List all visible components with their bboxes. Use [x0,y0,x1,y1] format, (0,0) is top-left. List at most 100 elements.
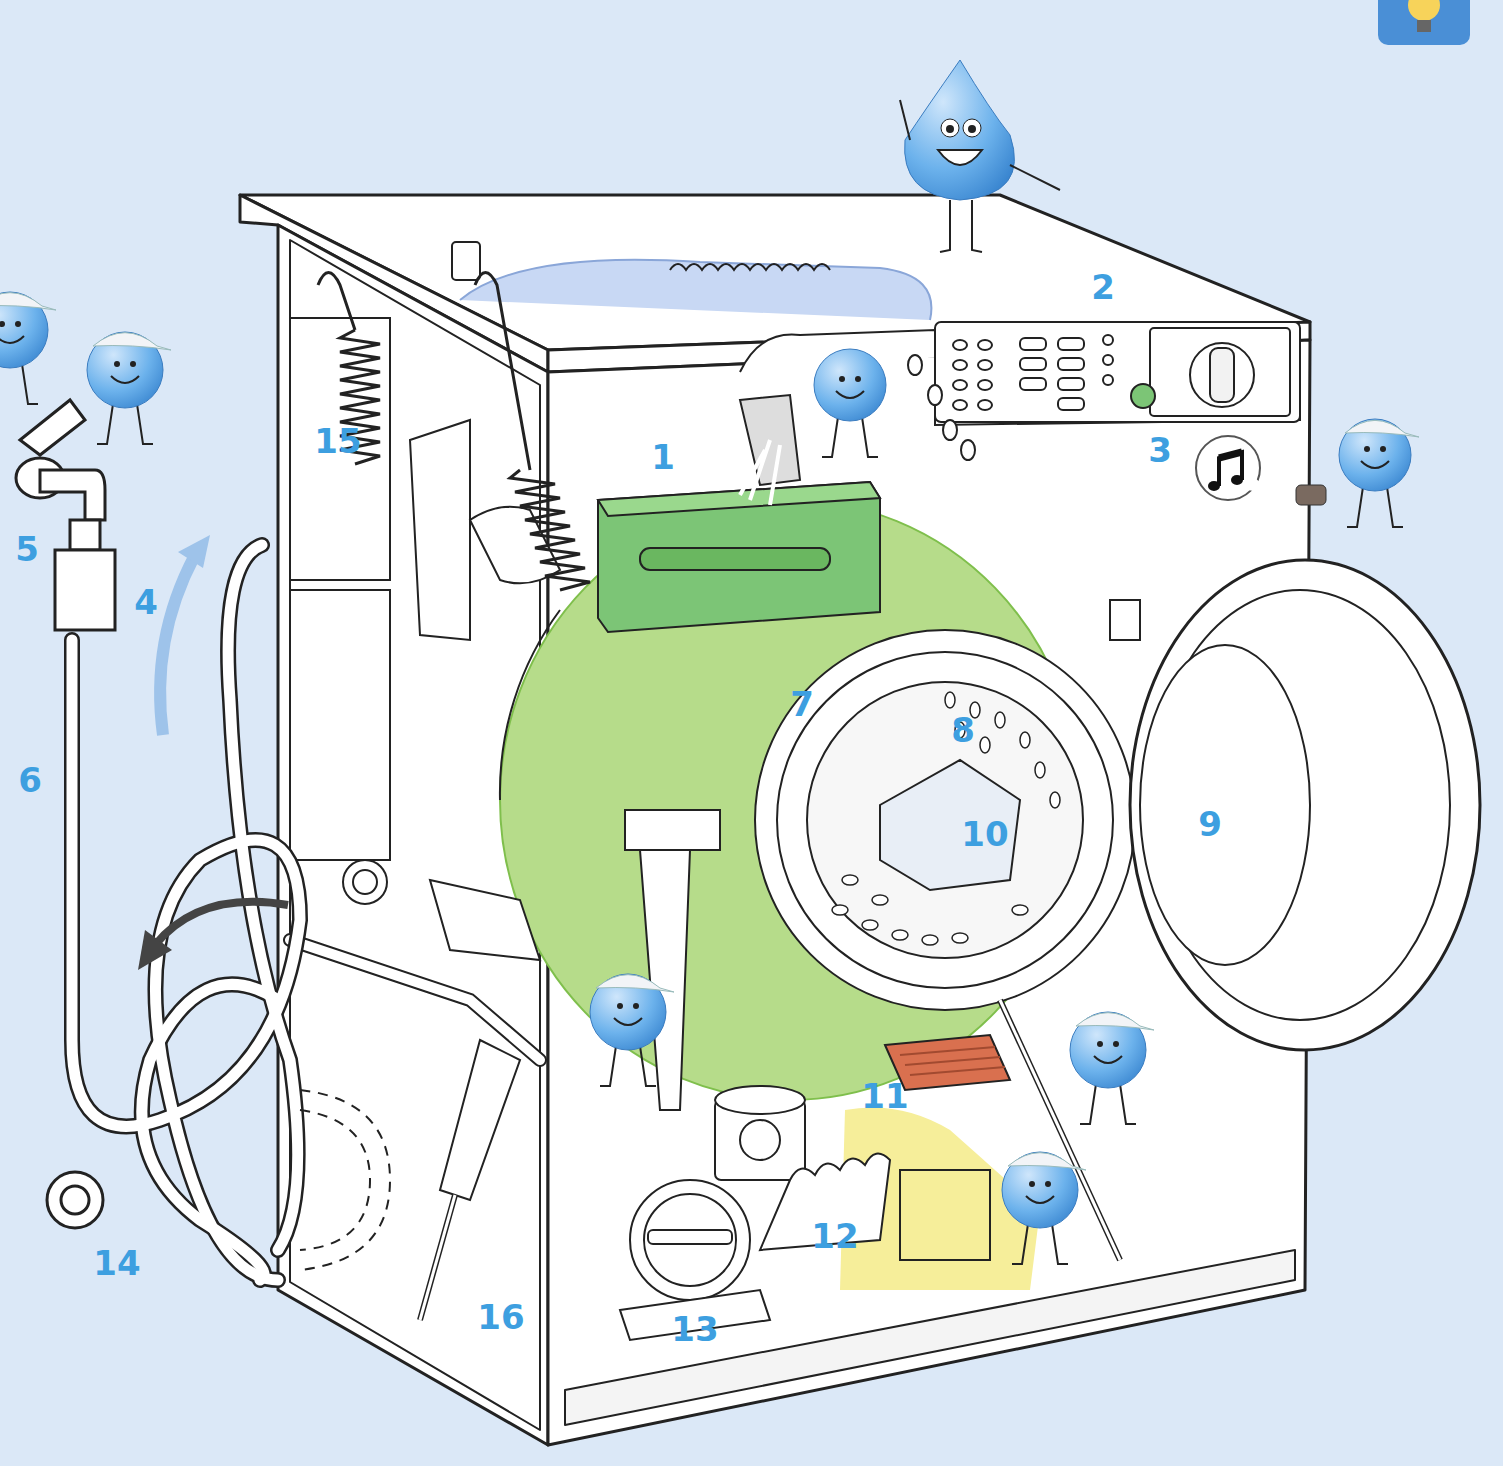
top-internals [452,242,480,280]
drum [842,875,858,885]
control-panel [978,340,992,350]
control-panel [1058,338,1084,350]
water-drop-mascot [946,125,954,133]
flow-arrows [178,535,210,568]
drain-hidden [300,1090,390,1270]
drum [1035,762,1045,778]
water-drop-character [614,1018,642,1025]
drum [777,652,1113,988]
control-panel [1103,355,1113,365]
lower-components [625,810,720,850]
water-tap [40,470,105,520]
top-internals [670,264,830,270]
control-panel [1103,375,1113,385]
drum [872,895,888,905]
control-panel [1150,328,1290,416]
water-drop-character [0,336,24,343]
callout-number: 9 [1198,807,1222,841]
water-drop-character [1029,1181,1035,1187]
water-drop-character [87,332,171,444]
side-components [410,420,470,640]
door [1130,560,1480,1050]
lower-components [740,1120,780,1160]
drum [1050,792,1060,808]
water-drop-character [130,361,136,367]
drain-end [61,1186,89,1214]
hoses-inner [142,984,278,1280]
control-panel [1103,335,1113,345]
callout-number: 8 [951,713,975,747]
water-tap [55,550,115,630]
water-drop-character [111,376,139,383]
side-components [290,318,390,580]
drain-end [47,1172,103,1228]
water-drop-character [1094,1056,1122,1063]
water-drop-character [836,391,864,398]
water-drop-mascot [968,125,976,133]
flow-arrows [155,902,288,945]
control-panel [1020,378,1046,390]
water-drop-character [1113,1041,1119,1047]
detergent-drawer [640,548,830,570]
water-drop-character [596,975,674,992]
water-drop-character [1345,420,1419,437]
detergent-drawer [598,482,880,632]
callout-number: 4 [134,585,158,619]
drum [995,712,1005,728]
control-panel [953,360,967,370]
water-drop-character [0,292,56,404]
side-components [353,870,377,894]
door [1140,645,1310,965]
drum [832,692,1060,945]
shock-absorber [420,1195,455,1320]
machine-body [240,195,1310,1445]
drum [945,692,955,708]
drum [952,933,968,943]
bulb-icon [1408,0,1440,21]
callout-number: 1 [651,440,675,474]
water-drop-character [814,349,886,421]
detergent-drawer [598,395,880,632]
water-drop-character [1070,1012,1154,1124]
tub [500,610,560,800]
lower-components [648,1230,732,1244]
hoses-inner [228,545,298,1250]
side-components [290,940,540,1060]
speech-bubble [1196,436,1326,505]
water-drop-character [839,376,845,382]
water-drop-mascot [938,150,982,165]
callout-number: 15 [314,424,361,458]
callout-number: 3 [1148,433,1172,467]
lower-components [644,1194,736,1286]
hoses [142,984,278,1280]
water-drop-character [633,1003,639,1009]
detergent-drawer [598,482,880,516]
water-drop-mascot [900,60,1060,252]
water-drop-character [1026,1196,1054,1203]
speech-bubble [1248,478,1275,495]
hoses [228,545,298,1250]
door [1110,600,1140,640]
bulb-icon [1378,0,1470,45]
callout-number: 7 [790,687,814,721]
lower-components [900,1047,1005,1075]
control-panel [1058,378,1084,390]
water-tap [20,400,85,455]
flow-arrows [138,535,288,970]
suspension-spring [318,273,355,331]
water-drop-mascot [900,100,1060,252]
lower-components [715,1086,805,1114]
callout-number: 14 [93,1246,140,1280]
drum [1020,732,1030,748]
control-panel [1210,348,1234,402]
water-drop-character [855,376,861,382]
detergent-drawer [740,440,780,505]
speech-bubble [1219,452,1242,486]
bulb-icon [1417,20,1431,32]
water-drop-character [93,333,171,350]
control-panel [953,340,967,350]
drain-hidden [300,1090,390,1270]
drum [755,630,1135,1010]
water-tap [70,520,100,550]
